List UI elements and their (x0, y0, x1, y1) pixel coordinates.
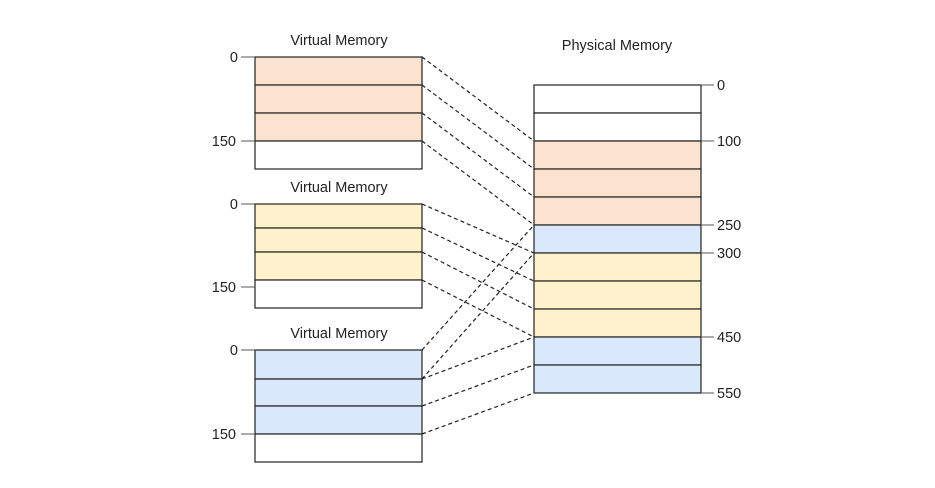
virtual-memory-block-1: Virtual Memory 0 150 (212, 33, 423, 170)
virtual-memory-title-1: Virtual Memory (290, 33, 388, 49)
vm3-label-150: 150 (212, 427, 236, 443)
mapping-line-8 (421, 279, 535, 338)
pm-cell-2 (533, 112, 702, 142)
mapping-line-11 (421, 336, 535, 380)
physical-memory-title: Physical Memory (562, 38, 673, 54)
physical-memory-block: Physical Memory 0 100 250 300 450 550 (533, 38, 741, 402)
mapping-line-9 (421, 224, 535, 351)
pm-cell-6 (533, 224, 702, 254)
vm2-cell-3 (254, 251, 423, 281)
vm1-cell-1 (254, 56, 423, 86)
pm-label-0: 0 (717, 78, 725, 94)
pm-label-100: 100 (717, 134, 741, 150)
pm-label-450: 450 (717, 330, 741, 346)
mapping-line-12 (421, 364, 535, 407)
pm-label-550: 550 (717, 386, 741, 402)
vm3-cell-1 (254, 349, 423, 380)
mapping-line-6 (421, 227, 535, 282)
vm1-cell-2 (254, 84, 423, 114)
pm-cell-9 (533, 308, 702, 338)
vm2-cell-2 (254, 227, 423, 253)
mapping-line-7 (421, 251, 535, 310)
pm-cell-10 (533, 336, 702, 366)
mapping-line-4 (421, 140, 535, 226)
pm-cell-4 (533, 168, 702, 198)
pm-cell-3 (533, 140, 702, 170)
pm-cell-8 (533, 280, 702, 310)
pm-label-250: 250 (717, 218, 741, 234)
vm1-label-0: 0 (230, 50, 238, 66)
mapping-line-1 (421, 56, 535, 142)
virtual-memory-title-3: Virtual Memory (290, 326, 388, 342)
vm2-label-150: 150 (212, 280, 236, 296)
vm3-cell-3 (254, 405, 423, 435)
vm2-cell-4 (254, 279, 423, 309)
pm-cell-5 (533, 196, 702, 226)
mapping-line-13 (421, 392, 535, 435)
pm-label-300: 300 (717, 246, 741, 262)
vm2-label-0: 0 (230, 197, 238, 213)
vm1-cell-4 (254, 140, 423, 170)
virtual-memory-title-2: Virtual Memory (290, 180, 388, 196)
mapping-line-3 (421, 112, 535, 198)
mapping-line-2 (421, 84, 535, 170)
vm3-cell-2 (254, 378, 423, 407)
vm2-cell-1 (254, 203, 423, 229)
pm-cell-11 (533, 364, 702, 394)
pm-cell-1 (533, 84, 702, 114)
vm3-label-0: 0 (230, 343, 238, 359)
vm1-label-150: 150 (212, 134, 236, 150)
vm1-cell-3 (254, 112, 423, 142)
pm-cell-7 (533, 252, 702, 282)
vm3-cell-4 (254, 433, 423, 463)
mapping-line-10 (421, 252, 535, 380)
virtual-memory-block-3: Virtual Memory 0 150 (212, 326, 423, 463)
mapping-lines (421, 56, 535, 435)
virtual-memory-block-2: Virtual Memory 0 150 (212, 180, 423, 309)
mapping-line-5 (421, 203, 535, 254)
